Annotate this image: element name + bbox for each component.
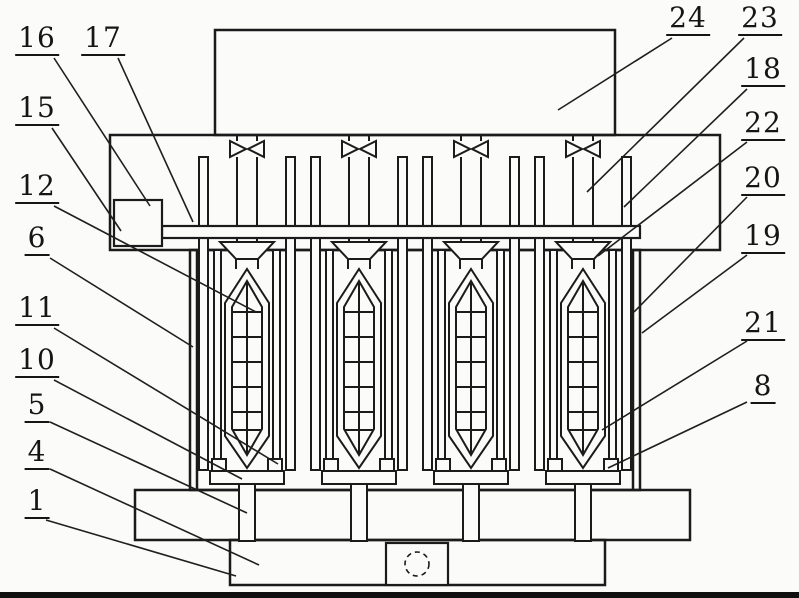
ref-label-22: 22 [741,108,785,141]
center-module [384,541,450,587]
ref-label-21: 21 [741,308,785,341]
leader-8 [607,401,748,469]
scan-edge-strip [0,592,799,598]
feed-pipe [160,224,642,240]
ref-label-20: 20 [741,163,785,196]
ref-label-4: 4 [24,437,50,470]
leader-1 [45,519,237,577]
leader-19 [641,254,748,334]
ref-label-6: 6 [24,223,50,256]
ref-label-18: 18 [741,54,785,87]
leader-12 [53,205,257,313]
process-unit-2 [310,135,408,542]
leader-lines [45,37,748,577]
ref-label-16: 16 [15,23,59,56]
leader-5 [49,421,248,514]
ref-label-17: 17 [81,23,125,56]
ref-label-23: 23 [738,3,782,36]
process-unit-1 [198,135,296,542]
ref-label-15: 15 [15,93,59,126]
side-box [112,198,164,248]
ref-label-1: 1 [24,486,50,519]
ref-label-5: 5 [24,390,50,423]
leader-16 [53,57,151,207]
dashed-circle [404,551,430,577]
ref-label-24: 24 [666,3,710,36]
leader-20 [633,196,748,313]
leader-24 [557,37,673,111]
leader-15 [51,127,122,232]
leader-21 [601,340,748,431]
ref-label-11: 11 [15,293,59,326]
leader-4 [49,468,260,566]
process-unit-4 [534,135,632,542]
ref-label-19: 19 [741,221,785,254]
leader-18 [623,88,748,208]
leader-23 [586,37,745,193]
ref-label-12: 12 [15,171,59,204]
leader-10 [53,379,243,480]
leader-17 [117,57,194,223]
leader-22 [597,141,748,257]
top-tank [213,28,617,137]
pipework [112,198,642,587]
process-unit-3 [422,135,520,542]
base-housing [133,488,692,542]
leader-11 [53,327,279,465]
leader-6 [49,257,194,348]
ref-label-8: 8 [750,371,776,404]
ref-label-10: 10 [15,345,59,378]
